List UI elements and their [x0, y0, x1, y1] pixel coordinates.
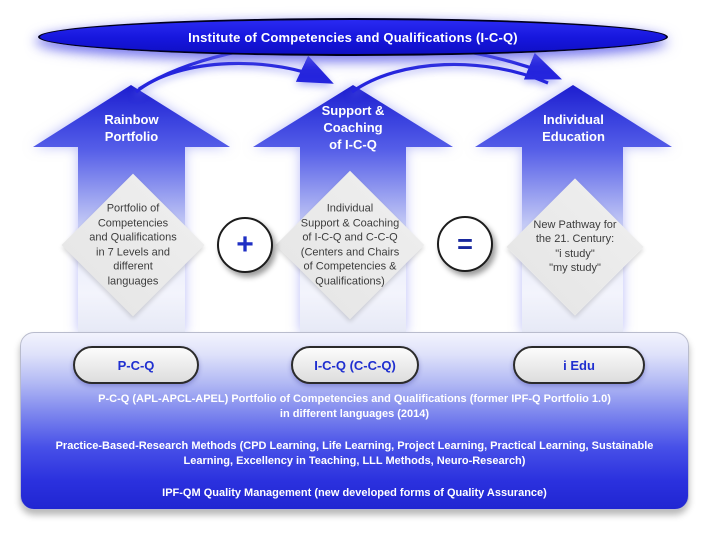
arrow-label-individual-education: Individual Education [542, 112, 605, 144]
pill-i-edu: i Edu [513, 346, 645, 384]
pill-i-edu-label: i Edu [563, 357, 595, 373]
diamond-text-new-pathway: New Pathway for the 21. Century: "i stud… [533, 218, 617, 275]
bottom-panel: P-C-Q I-C-Q (C-C-Q) i Edu P-C-Q (APL-APC… [20, 332, 689, 510]
title-ellipse: Institute of Competencies and Qualificat… [38, 18, 668, 56]
plus-operator-circle: + [217, 217, 273, 273]
footer-text-research-methods: Practice-Based-Research Methods (CPD Lea… [55, 440, 654, 467]
pill-pcq-label: P-C-Q [117, 357, 155, 373]
diamond-text-portfolio: Portfolio of Competencies and Qualificat… [89, 202, 177, 288]
footer-text-pcq-portfolio: P-C-Q (APL-APCL-APEL) Portfolio of Compe… [98, 393, 611, 420]
equals-sign: = [457, 228, 473, 259]
diamond-text-support: Individual Support & Coaching of I-C-Q a… [300, 202, 400, 288]
footer-text-quality-management: IPF-QM Quality Management (new developed… [162, 487, 547, 499]
diamond-portfolio: Portfolio of Competencies and Qualificat… [61, 173, 205, 317]
plus-sign: + [236, 228, 254, 261]
pill-pcq: P-C-Q [73, 346, 199, 384]
pill-icq-ccq: I-C-Q (C-C-Q) [291, 346, 419, 384]
pill-icq-ccq-label: I-C-Q (C-C-Q) [314, 357, 396, 373]
arrow-label-rainbow-portfolio: Rainbow Portfolio [104, 112, 159, 144]
diamond-support: Individual Support & Coaching of I-C-Q a… [275, 170, 425, 320]
arrow-label-support-coaching: Support & Coaching of I-C-Q [321, 103, 385, 152]
equals-operator-circle: = [437, 216, 493, 272]
page-title: Institute of Competencies and Qualificat… [188, 29, 518, 45]
diamond-new-pathway: New Pathway for the 21. Century: "i stud… [506, 177, 644, 316]
